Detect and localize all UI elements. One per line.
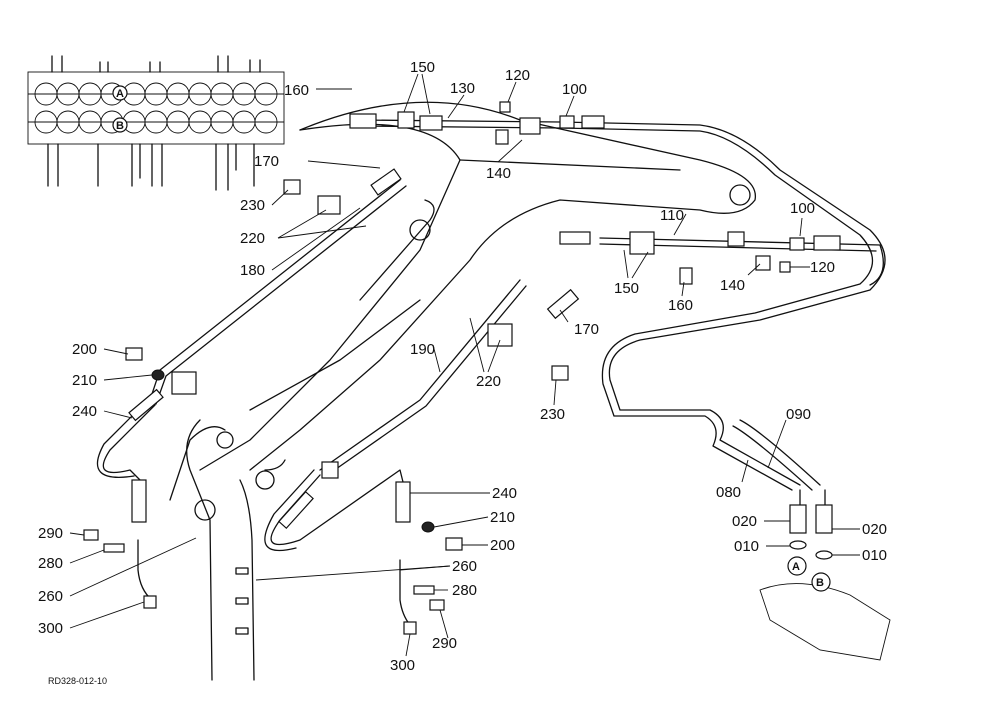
callout-220-upper: 220 <box>240 230 265 247</box>
callout-200-right: 200 <box>490 537 515 554</box>
callout-210-right: 210 <box>490 509 515 526</box>
fitting-100-upper-a <box>559 115 575 129</box>
bolt-160-lower <box>679 267 693 285</box>
bolt-140-upper <box>495 129 509 145</box>
callout-140-lower: 140 <box>720 277 745 294</box>
port-a-label: A <box>792 561 800 573</box>
callout-230-lower: 230 <box>540 406 565 423</box>
callout-300-left: 300 <box>38 620 63 637</box>
fitting-150-upper <box>397 111 415 129</box>
bolt-200-left <box>125 347 143 361</box>
bolt-290-left <box>83 529 99 541</box>
o-ring-010-left <box>789 540 807 550</box>
port-a-marker-inset <box>112 85 128 101</box>
callout-260-right: 260 <box>452 558 477 575</box>
callout-160-lower: 160 <box>668 297 693 314</box>
callout-100-lower: 100 <box>790 200 815 217</box>
callout-110: 110 <box>660 207 684 224</box>
fitting-100-lower-b <box>813 235 841 251</box>
callout-100-upper: 100 <box>562 81 587 98</box>
callout-190: 190 <box>410 341 435 358</box>
spring-guard-240-left-lower <box>131 479 147 523</box>
callout-180: 180 <box>240 262 265 279</box>
clamp-150-lower <box>629 231 655 255</box>
callout-170-upper: 170 <box>254 153 279 170</box>
drawing-code: RD328-012-10 <box>48 676 107 686</box>
fittings <box>83 101 841 635</box>
callout-280-left: 280 <box>38 555 63 572</box>
port-b-label: B <box>816 577 824 589</box>
clip-280-left <box>103 543 125 553</box>
clamp-140-lower <box>727 231 745 247</box>
callout-220-lower: 220 <box>476 373 501 390</box>
callout-120-upper: 120 <box>505 67 530 84</box>
port-a-label-inset: A <box>116 88 124 100</box>
callout-300-right: 300 <box>390 657 415 674</box>
fitting-170-lower <box>546 288 580 320</box>
callout-240-right: 240 <box>492 485 517 502</box>
bolt-230-lower <box>551 365 569 381</box>
spring-guard-240-right-lower <box>278 490 314 530</box>
callout-120-lower: 120 <box>810 259 835 276</box>
clamp-220-upper <box>317 195 341 215</box>
callout-090: 090 <box>786 406 811 423</box>
fitting-160-upper-left <box>349 113 377 129</box>
port-b-label-inset: B <box>116 120 124 132</box>
spring-guard-240-left <box>128 388 164 422</box>
bolt-200-right <box>445 537 463 551</box>
fitting-300-left <box>143 595 157 609</box>
clamp-180-lower <box>171 371 197 395</box>
callout-labels: 160 150 130 120 100 170 140 230 220 180 … <box>38 59 887 674</box>
washer-210-right <box>421 521 435 533</box>
callout-020-right: 020 <box>862 521 887 538</box>
port-b-marker <box>811 572 831 592</box>
callout-020-left: 020 <box>732 513 757 530</box>
nut-120-lower <box>779 261 791 273</box>
bolt-290-right <box>429 599 445 611</box>
callout-080: 080 <box>716 484 741 501</box>
washer-210-left <box>151 369 165 381</box>
callout-240-left: 240 <box>72 403 97 420</box>
fitting-100-lower-a <box>789 237 805 251</box>
adapter-020-left <box>789 504 807 534</box>
callout-210-left: 210 <box>72 372 97 389</box>
fitting-100-upper-b <box>581 115 605 129</box>
callout-170-lower: 170 <box>574 321 599 338</box>
leader-lines <box>69 73 860 657</box>
o-ring-010-right <box>815 550 833 560</box>
clamp-upper-140 <box>519 117 541 135</box>
clip-280-right <box>413 585 435 595</box>
callout-150-upper: 150 <box>410 59 435 76</box>
callout-140-upper: 140 <box>486 165 511 182</box>
callout-290-right: 290 <box>432 635 457 652</box>
clamp-190-lower <box>321 461 339 479</box>
nut-120-upper <box>499 101 511 113</box>
port-a-marker <box>787 556 807 576</box>
callout-280-right: 280 <box>452 582 477 599</box>
callout-200-left: 200 <box>72 341 97 358</box>
spring-guard-240-right <box>395 481 411 523</box>
callout-230-upper: 230 <box>240 197 265 214</box>
callout-260-left: 260 <box>38 588 63 605</box>
bolt-140-lower <box>755 255 771 271</box>
callout-150-lower: 150 <box>614 280 639 297</box>
fitting-110-left <box>559 231 591 245</box>
clamp-220-lower <box>487 323 513 347</box>
port-b-marker-inset <box>112 117 128 133</box>
callout-010-right: 010 <box>862 547 887 564</box>
hose-routing <box>96 119 886 626</box>
valve-port-area: A B <box>759 556 891 661</box>
fitting-170-upper <box>370 168 402 196</box>
clamp-150-upper <box>419 115 443 131</box>
callout-160-upper: 160 <box>284 82 309 99</box>
adapter-020-right <box>815 504 833 534</box>
boom-arm <box>169 101 756 681</box>
fitting-300-right <box>403 621 417 635</box>
callout-010-left: 010 <box>734 538 759 555</box>
control-valve-inset: A B <box>27 55 285 191</box>
callout-130: 130 <box>450 80 475 97</box>
callout-290-left: 290 <box>38 525 63 542</box>
